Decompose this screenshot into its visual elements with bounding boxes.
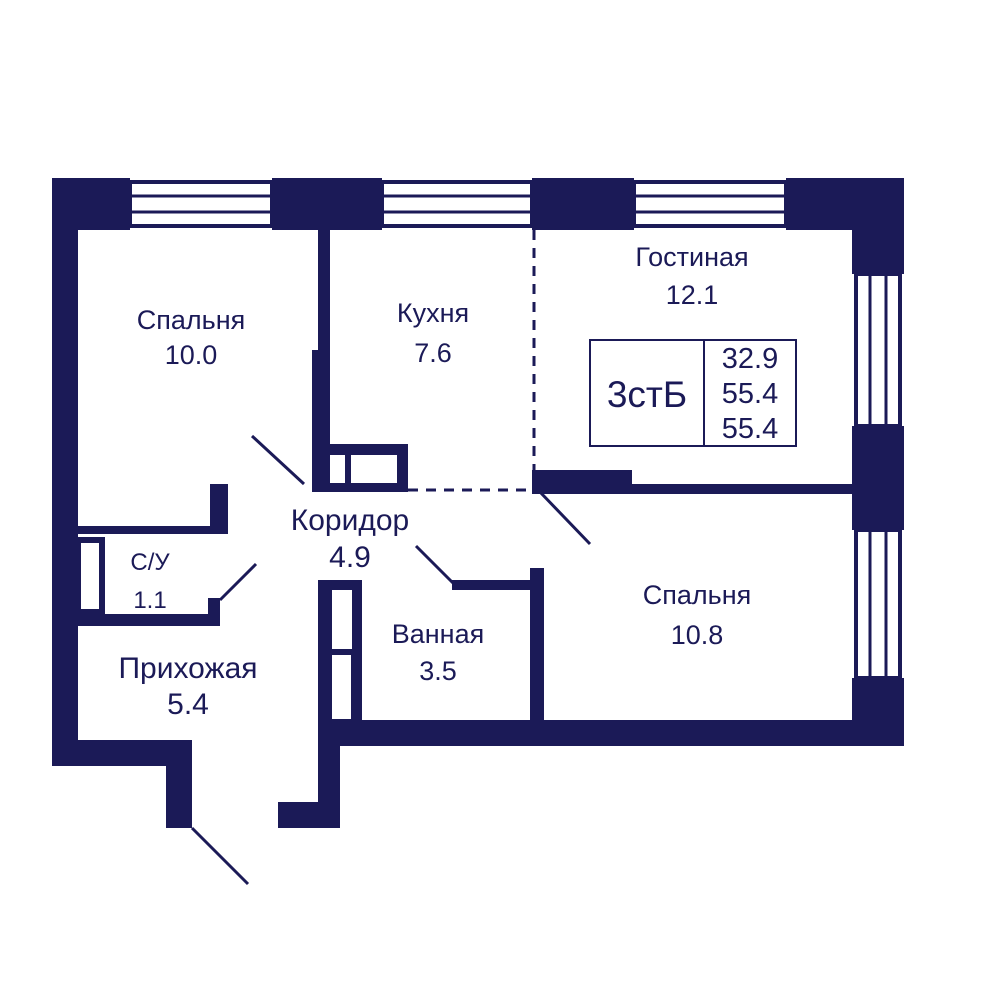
apartment-info-box: 3стБ 32.9 55.4 55.4: [589, 339, 797, 447]
apartment-area-3: 55.4: [722, 413, 778, 445]
bathroom-area: 3.5: [419, 656, 457, 686]
windows: [128, 180, 902, 680]
dashed-openings: [408, 230, 536, 492]
door-swings: [190, 434, 592, 886]
apartment-area-1: 32.9: [722, 343, 778, 375]
apartment-code: 3стБ: [607, 374, 687, 415]
bedroom-2-area: 10.8: [671, 620, 724, 650]
kitchen-name: Кухня: [397, 298, 469, 328]
bedroom-2-name: Спальня: [643, 580, 752, 610]
walls: [52, 178, 904, 828]
kitchen-area: 7.6: [414, 338, 452, 368]
bathroom-name: Ванная: [392, 619, 484, 649]
hallway-name: Прихожая: [118, 652, 257, 685]
bedroom-1-area: 10.0: [165, 340, 218, 370]
living-name: Гостиная: [635, 242, 748, 272]
wc-name: С/У: [130, 549, 170, 576]
living-area: 12.1: [666, 280, 719, 310]
corridor-name: Коридор: [291, 504, 409, 537]
room-labels: Спальня 10.0 Кухня 7.6 Гостиная 12.1 Кор…: [118, 242, 751, 721]
wc-area: 1.1: [133, 587, 166, 614]
corridor-area: 4.9: [329, 541, 371, 574]
bedroom-1-name: Спальня: [137, 305, 246, 335]
apartment-area-2: 55.4: [722, 378, 778, 410]
hallway-area: 5.4: [167, 688, 209, 721]
